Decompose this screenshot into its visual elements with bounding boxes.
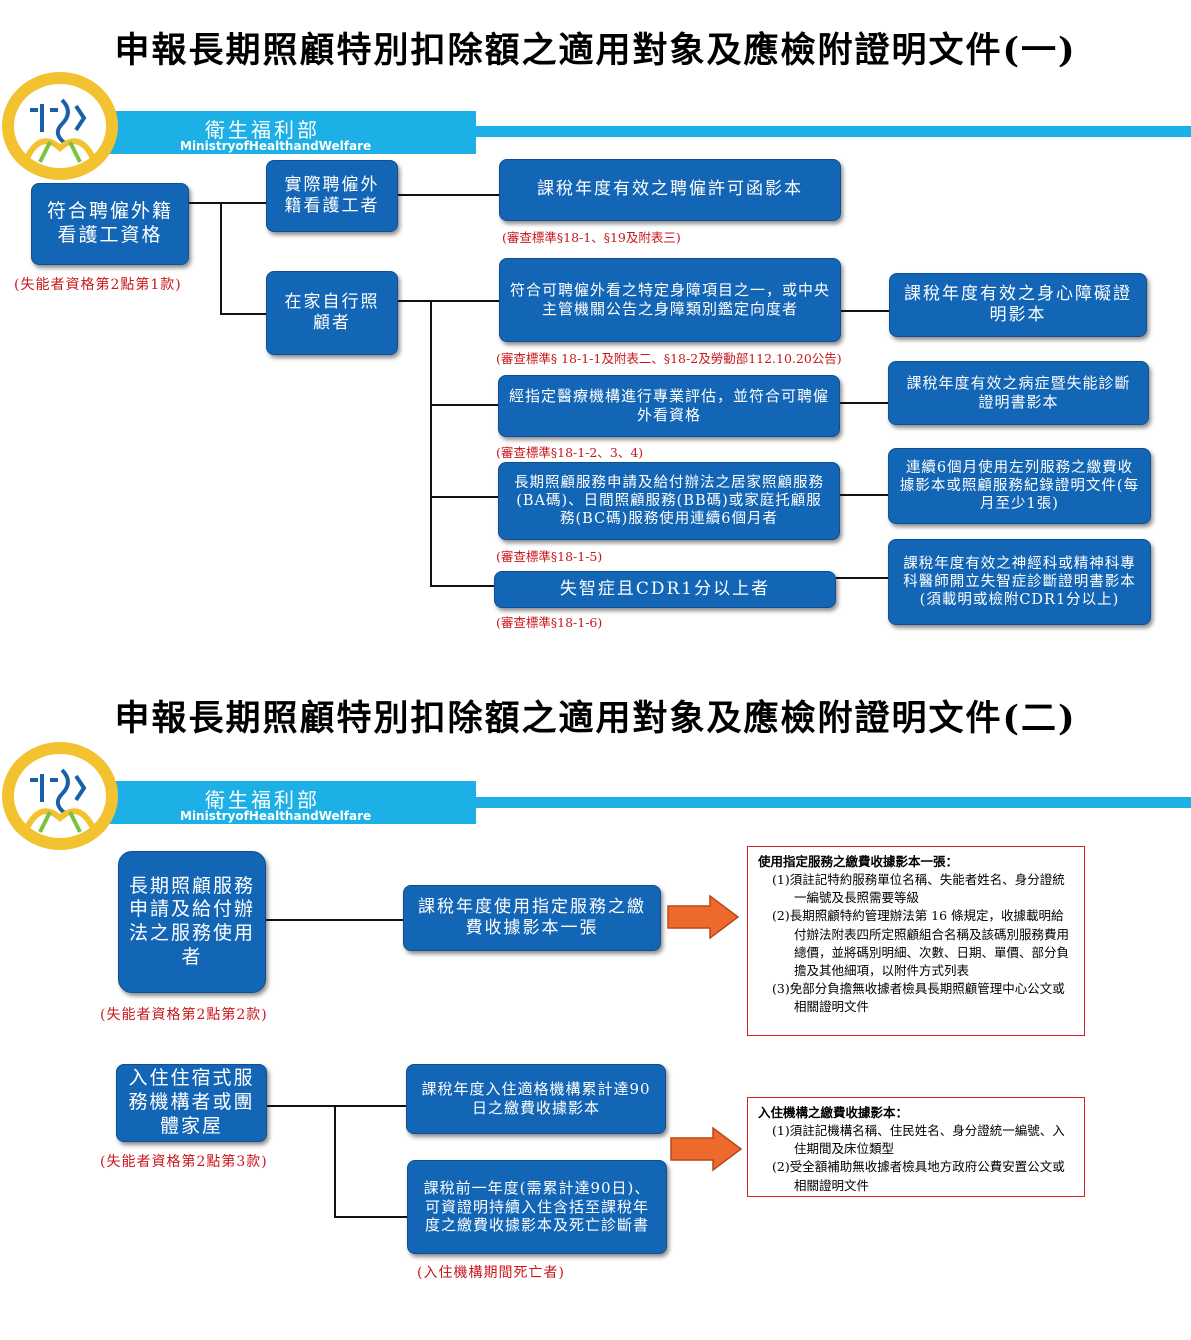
cond-medical-eval: 經指定醫療機構進行專業評估，並符合可聘僱外看資格 bbox=[498, 375, 840, 437]
page-title-2: 申報長期照顧特別扣除額之適用對象及應檢附證明文件(二) bbox=[114, 698, 1077, 739]
org-name: 衛生福利部 bbox=[205, 118, 320, 142]
org-name-en: MinistryofHealthandWelfare bbox=[180, 809, 372, 823]
banner-line bbox=[476, 797, 1191, 808]
note-item: (2)長期照顧特約管理辦法第 16 條規定，收據載明給付辦法附表四所定照顧組合名… bbox=[772, 908, 1070, 978]
note-service-receipt: 使用指定服務之繳費收據影本一張： (1)須註記特約服務單位名稱、失能者姓名、身分… bbox=[747, 846, 1085, 1036]
connector bbox=[430, 300, 432, 586]
connector bbox=[220, 313, 266, 315]
doc-dementia-cert: 課稅年度有效之神經科或精神科專科醫師開立失智症診斷證明書影本(須載明或檢附CDR… bbox=[888, 539, 1151, 625]
doc-service-receipt: 課稅年度使用指定服務之繳費收據影本一張 bbox=[403, 885, 661, 951]
doc-service-receipts: 連續6個月使用左列服務之繳費收據影本或照顧服務紀錄證明文件(每月至少1張) bbox=[888, 448, 1151, 524]
banner-bar bbox=[100, 111, 476, 154]
ministry-logo-icon bbox=[2, 72, 118, 180]
branch-self-care: 在家自行照顧者 bbox=[266, 271, 398, 355]
ref-dementia: (審查標準§18-1-6) bbox=[496, 615, 603, 630]
connector bbox=[840, 402, 888, 404]
doc-hire-permit: 課稅年度有效之聘僱許可函影本 bbox=[499, 159, 841, 221]
root-ref: (失能者資格第2點第2款) bbox=[100, 1007, 268, 1023]
doc-diagnosis-cert: 課稅年度有效之病症暨失能診斷證明書影本 bbox=[888, 361, 1149, 425]
note-title: 使用指定服務之繳費收據影本一張： bbox=[758, 854, 959, 869]
connector bbox=[398, 194, 499, 196]
connector bbox=[430, 404, 498, 406]
connector bbox=[220, 202, 266, 204]
doc-disability-cert: 課稅年度有效之身心障礙證明影本 bbox=[889, 273, 1147, 337]
connector bbox=[430, 496, 498, 498]
doc-facility-receipt: 課稅年度入住適格機構累計達90日之繳費收據影本 bbox=[406, 1064, 666, 1134]
banner-line bbox=[476, 126, 1191, 137]
arrow-right-icon bbox=[670, 1126, 743, 1172]
connector bbox=[334, 1216, 407, 1218]
ref-ltc-service: (審查標準§18-1-5) bbox=[496, 549, 603, 564]
org-name: 衛生福利部 bbox=[205, 788, 320, 812]
note-facility-receipt: 入住機構之繳費收據影本： (1)須註記機構名稱、住民姓名、身分證統一編號、入住期… bbox=[747, 1097, 1085, 1197]
note-item: (1)須註記特約服務單位名稱、失能者姓名、身分證統一編號及長照需要等級 bbox=[772, 872, 1065, 906]
branch-hired-caregiver: 實際聘僱外籍看護工者 bbox=[266, 160, 398, 232]
note-title: 入住機構之繳費收據影本： bbox=[758, 1105, 909, 1120]
connector bbox=[267, 1105, 406, 1107]
connector bbox=[840, 494, 888, 496]
connector bbox=[334, 1105, 336, 1217]
root-residential-facility: 入住住宿式服務機構者或團體家屋 bbox=[116, 1064, 267, 1142]
note-item: (3)免部分負擔無收據者檢具長期照顧管理中心公文或相關證明文件 bbox=[772, 980, 1065, 1014]
cond-disability: 符合可聘僱外看之特定身障項目之一，或中央主管機關公告之身障類別鑑定向度者 bbox=[499, 258, 841, 342]
connector bbox=[220, 202, 222, 314]
ref-medical-eval: (審查標準§18-1-2、3、4) bbox=[496, 445, 644, 460]
note-item: (1)須註記機構名稱、住民姓名、身分證統一編號、入住期間及床位類型 bbox=[772, 1123, 1065, 1157]
connector bbox=[836, 577, 888, 579]
connector bbox=[266, 919, 403, 921]
root-ltc-service-user: 長期照顧服務申請及給付辦法之服務使用者 bbox=[118, 851, 266, 993]
arrow-right-icon bbox=[667, 894, 740, 940]
ref-disability: (審查標準§ 18-1-1及附表二、§18-2及勞動部112.10.20公告) bbox=[496, 351, 842, 366]
connector bbox=[398, 300, 499, 302]
ministry-logo-icon bbox=[2, 742, 118, 850]
page-title-1: 申報長期照顧特別扣除額之適用對象及應檢附證明文件(一) bbox=[114, 30, 1077, 71]
cond-dementia: 失智症且CDR1分以上者 bbox=[494, 571, 836, 608]
ref-hire-permit: (審查標準§18-1、§19及附表三) bbox=[502, 230, 681, 245]
ref-death-case: (入住機構期間死亡者) bbox=[417, 1265, 565, 1281]
connector bbox=[189, 202, 221, 204]
note-item: (2)受全額補助無收據者檢具地方政府公費安置公文或相關證明文件 bbox=[772, 1159, 1065, 1193]
doc-death-case: 課稅前一年度(需累計達90日)、可資證明持續入住含括至課稅年度之繳費收據影本及死… bbox=[407, 1160, 667, 1254]
root-ref: (失能者資格第2點第3款) bbox=[100, 1154, 268, 1170]
connector bbox=[430, 585, 494, 587]
root-foreign-caregiver: 符合聘僱外籍看護工資格 bbox=[31, 183, 189, 265]
cond-ltc-service: 長期照顧服務申請及給付辦法之居家照顧服務(BA碼)、日間照顧服務(BB碼)或家庭… bbox=[498, 462, 840, 540]
connector bbox=[841, 310, 889, 312]
root-ref: (失能者資格第2點第1款) bbox=[14, 277, 182, 293]
org-name-en: MinistryofHealthandWelfare bbox=[180, 139, 372, 153]
banner-bar bbox=[100, 781, 476, 824]
